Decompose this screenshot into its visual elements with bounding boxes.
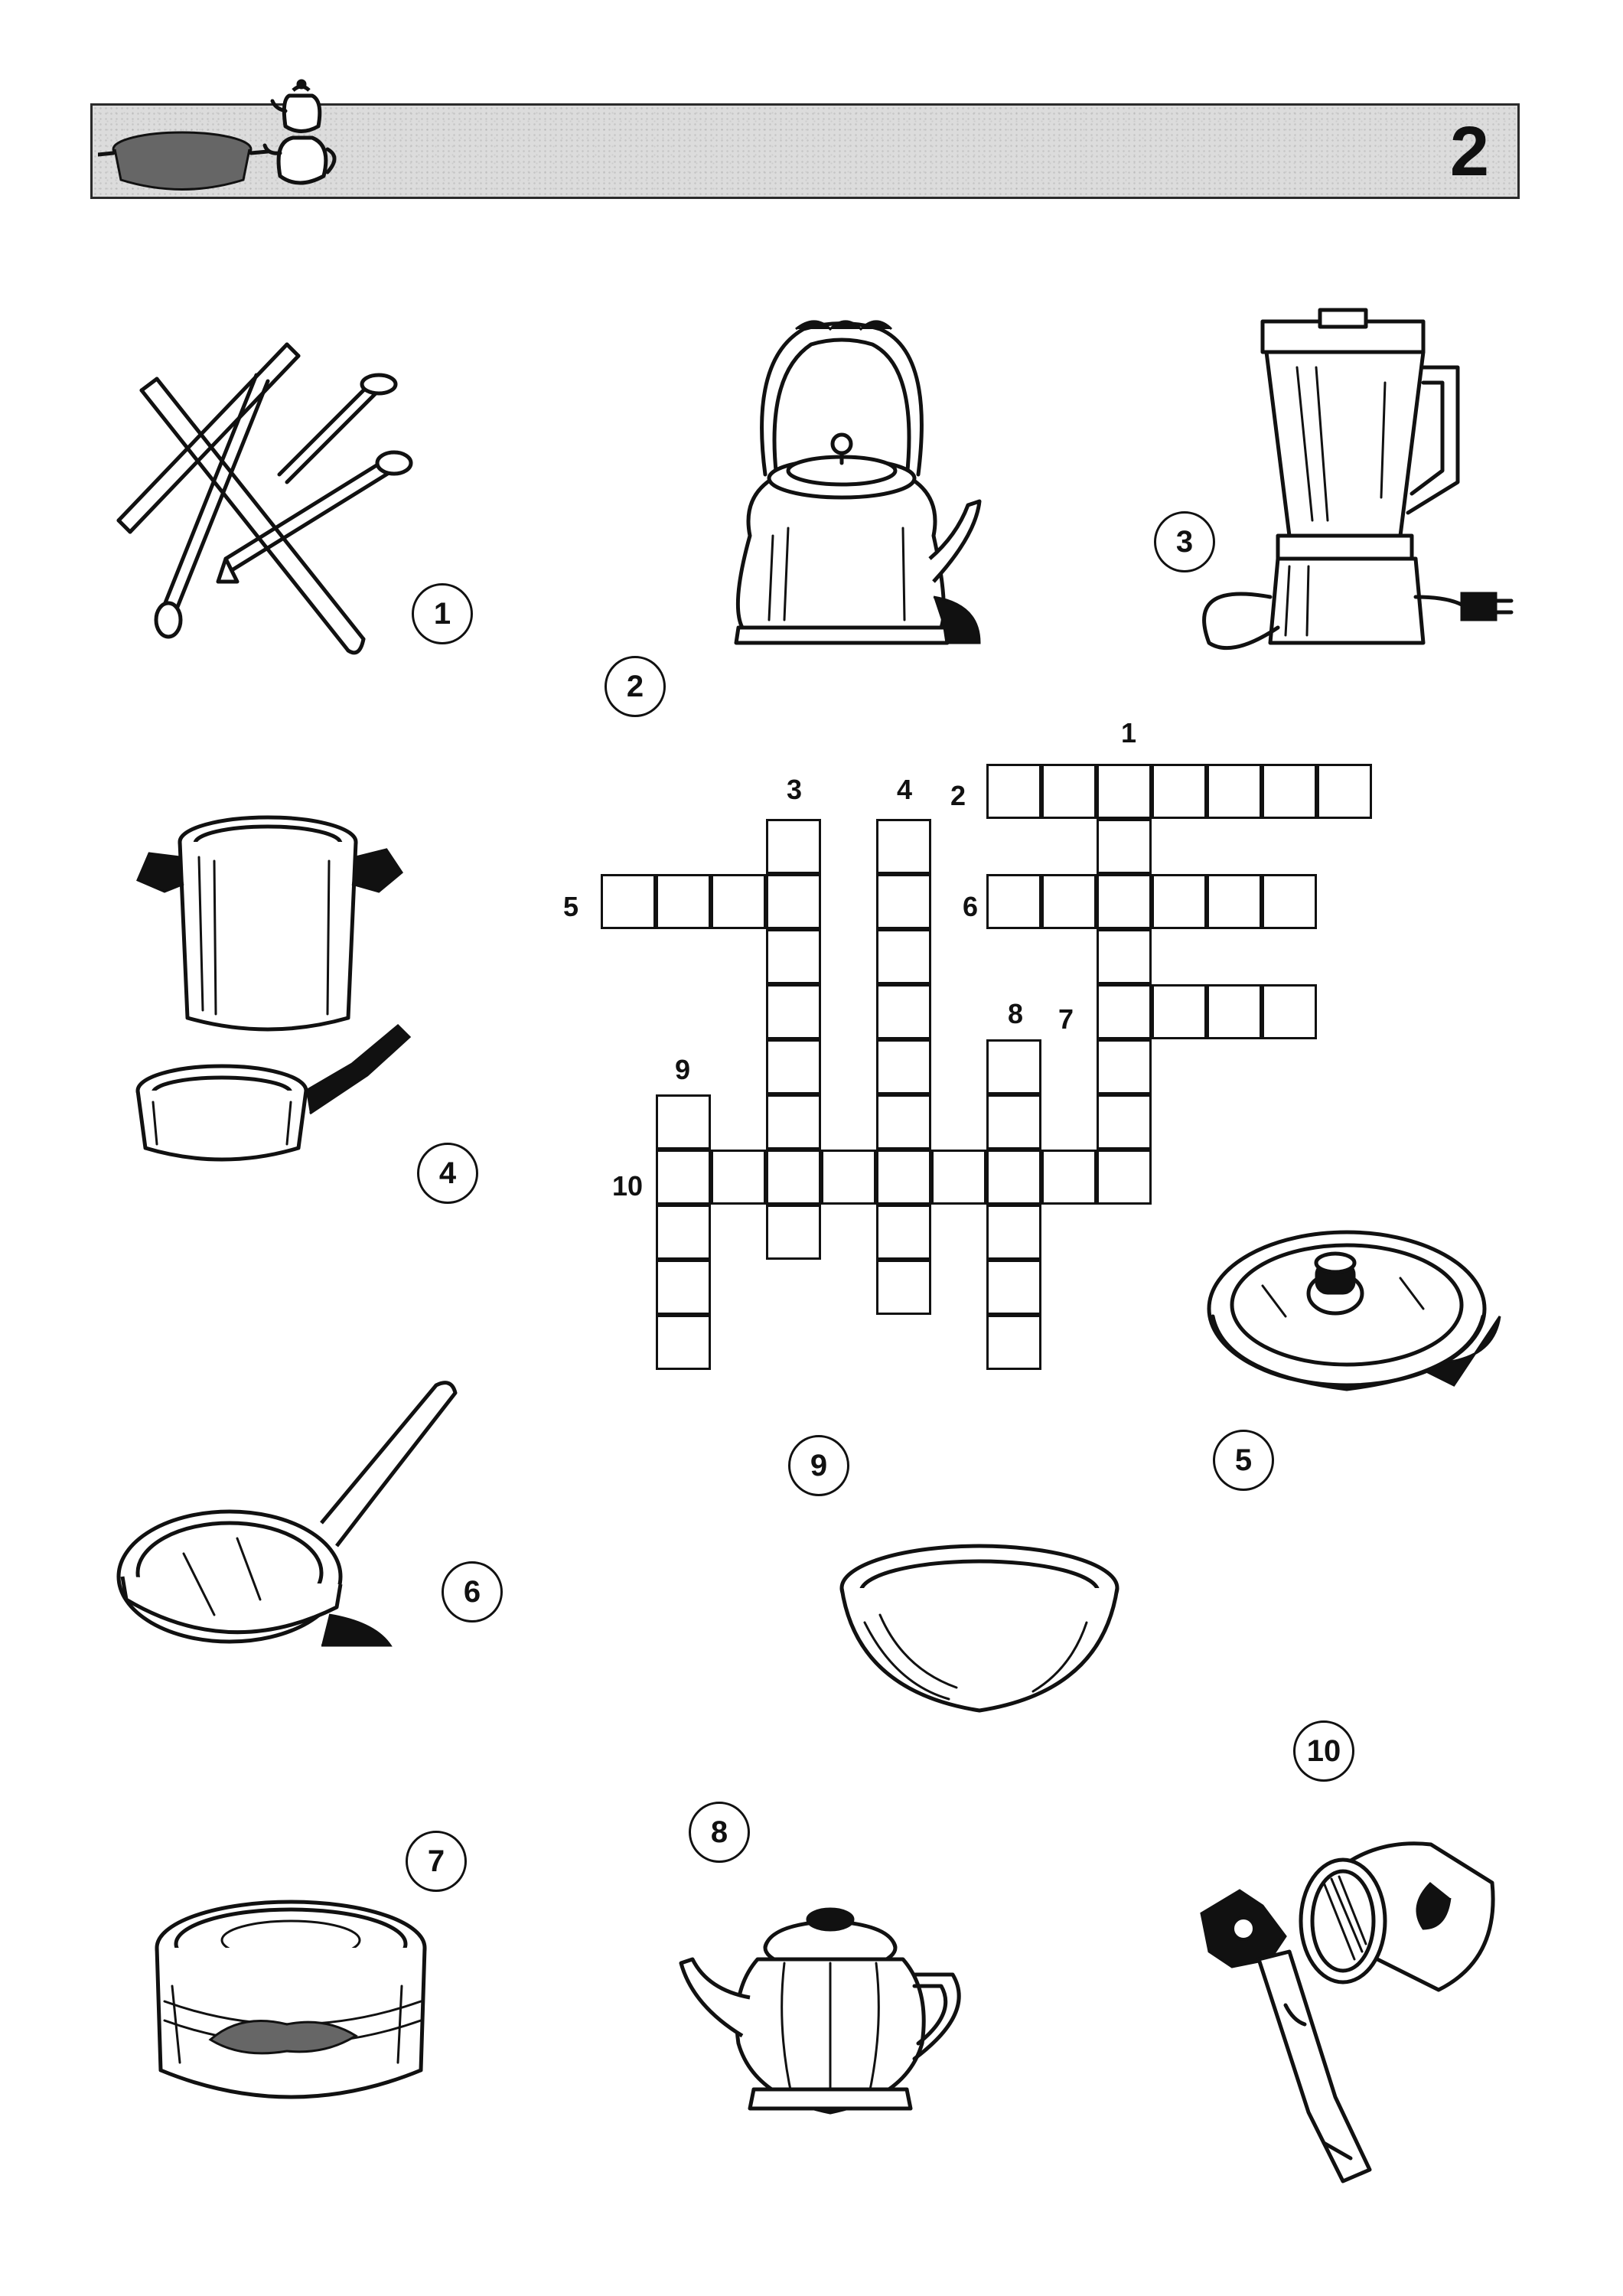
crossword-cell[interactable] bbox=[1097, 1039, 1152, 1094]
picture-label-8: 8 bbox=[689, 1802, 750, 1863]
crossword-cell[interactable] bbox=[1097, 819, 1152, 874]
crossword-cell[interactable] bbox=[1152, 764, 1207, 819]
crossword-cell[interactable] bbox=[766, 929, 821, 984]
crossword-cell[interactable] bbox=[876, 874, 931, 929]
clue-number-7: 7 bbox=[1058, 1003, 1074, 1035]
picture-label-7: 7 bbox=[406, 1831, 467, 1892]
crossword-cell[interactable] bbox=[1317, 764, 1372, 819]
crossword-cell[interactable] bbox=[1097, 764, 1152, 819]
picture-label-2: 2 bbox=[605, 656, 666, 717]
crossword-cell[interactable] bbox=[1097, 929, 1152, 984]
crossword-cell[interactable] bbox=[986, 1150, 1041, 1205]
teapot-icon bbox=[677, 1890, 983, 2128]
crossword-cell[interactable] bbox=[766, 984, 821, 1039]
crossword-cell[interactable] bbox=[986, 1260, 1041, 1315]
crossword-cell[interactable] bbox=[876, 1094, 931, 1150]
clue-number-2: 2 bbox=[950, 780, 966, 811]
kettle-icon bbox=[704, 306, 995, 658]
clue-number-4: 4 bbox=[896, 774, 913, 805]
crossword-cell[interactable] bbox=[656, 1315, 711, 1370]
pot-and-saucepan-icon bbox=[122, 796, 429, 1194]
crossword-cell[interactable] bbox=[766, 1205, 821, 1260]
crossword-cell[interactable] bbox=[656, 1094, 711, 1150]
crossword-cell[interactable] bbox=[876, 819, 931, 874]
picture-label-4: 4 bbox=[417, 1143, 478, 1204]
crossword-cell[interactable] bbox=[656, 1205, 711, 1260]
crossword-cell[interactable] bbox=[656, 1150, 711, 1205]
crossword-cell[interactable] bbox=[876, 1150, 931, 1205]
picture-label-10: 10 bbox=[1293, 1720, 1354, 1782]
crossword-cell[interactable] bbox=[931, 1150, 986, 1205]
crossword-cell[interactable] bbox=[1262, 984, 1317, 1039]
crossword-cell[interactable] bbox=[601, 874, 656, 929]
clue-number-1: 1 bbox=[1120, 717, 1137, 748]
crossword-cell[interactable] bbox=[1152, 984, 1207, 1039]
blender-icon bbox=[1194, 306, 1515, 666]
crossword-cell[interactable] bbox=[986, 1094, 1041, 1150]
picture-label-9: 9 bbox=[788, 1435, 849, 1496]
crossword-cell[interactable] bbox=[986, 764, 1041, 819]
crossword-cell[interactable] bbox=[876, 1039, 931, 1094]
worksheet-number: 2 bbox=[1449, 113, 1489, 191]
bowl-icon bbox=[834, 1538, 1125, 1722]
crossword-cell[interactable] bbox=[876, 984, 931, 1039]
tin-can-icon bbox=[149, 1894, 440, 2124]
crossword-cell[interactable] bbox=[1262, 874, 1317, 929]
crossword-cell[interactable] bbox=[1097, 984, 1152, 1039]
crossword-cell[interactable] bbox=[766, 1150, 821, 1205]
crossword-cell[interactable] bbox=[876, 1260, 931, 1315]
crossword-cell[interactable] bbox=[821, 1150, 876, 1205]
crossword-cell[interactable] bbox=[876, 929, 931, 984]
picture-label-5: 5 bbox=[1213, 1430, 1274, 1491]
lid-icon bbox=[1201, 1194, 1507, 1401]
crossword-cell[interactable] bbox=[1041, 874, 1097, 929]
crossword-cell[interactable] bbox=[766, 819, 821, 874]
chopsticks-icon bbox=[96, 329, 417, 666]
crossword-cell[interactable] bbox=[1207, 874, 1262, 929]
crossword-cell[interactable] bbox=[656, 1260, 711, 1315]
crossword-cell[interactable] bbox=[1262, 764, 1317, 819]
crossword-cell[interactable] bbox=[711, 874, 766, 929]
picture-label-6: 6 bbox=[442, 1561, 503, 1623]
crossword-cell[interactable] bbox=[656, 874, 711, 929]
crossword-cell[interactable] bbox=[986, 874, 1041, 929]
crossword-cell[interactable] bbox=[711, 1150, 766, 1205]
clue-number-9: 9 bbox=[674, 1054, 691, 1085]
clue-number-8: 8 bbox=[1007, 998, 1024, 1029]
crossword-cell[interactable] bbox=[1152, 874, 1207, 929]
clue-number-3: 3 bbox=[786, 774, 803, 805]
picture-label-3: 3 bbox=[1154, 511, 1215, 572]
crossword-cell[interactable] bbox=[1041, 764, 1097, 819]
crossword-cell[interactable] bbox=[1097, 1150, 1152, 1205]
crossword-cell[interactable] bbox=[1207, 764, 1262, 819]
crossword-cell[interactable] bbox=[986, 1039, 1041, 1094]
crossword-cell[interactable] bbox=[986, 1205, 1041, 1260]
crossword-cell[interactable] bbox=[1041, 1150, 1097, 1205]
cookware-header-icon bbox=[98, 69, 343, 199]
crossword-cell[interactable] bbox=[986, 1315, 1041, 1370]
crossword-cell[interactable] bbox=[1207, 984, 1262, 1039]
crossword-cell[interactable] bbox=[876, 1205, 931, 1260]
clue-number-10: 10 bbox=[611, 1170, 644, 1202]
crossword-cell[interactable] bbox=[766, 874, 821, 929]
clue-number-5: 5 bbox=[562, 891, 579, 922]
crossword-cell[interactable] bbox=[1097, 1094, 1152, 1150]
crossword-cell[interactable] bbox=[766, 1094, 821, 1150]
can-opener-icon bbox=[1178, 1821, 1500, 2204]
crossword-cell[interactable] bbox=[766, 1039, 821, 1094]
header-banner bbox=[90, 103, 1520, 199]
crossword-cell[interactable] bbox=[1097, 874, 1152, 929]
picture-label-1: 1 bbox=[412, 583, 473, 644]
frying-pan-icon bbox=[107, 1370, 474, 1661]
